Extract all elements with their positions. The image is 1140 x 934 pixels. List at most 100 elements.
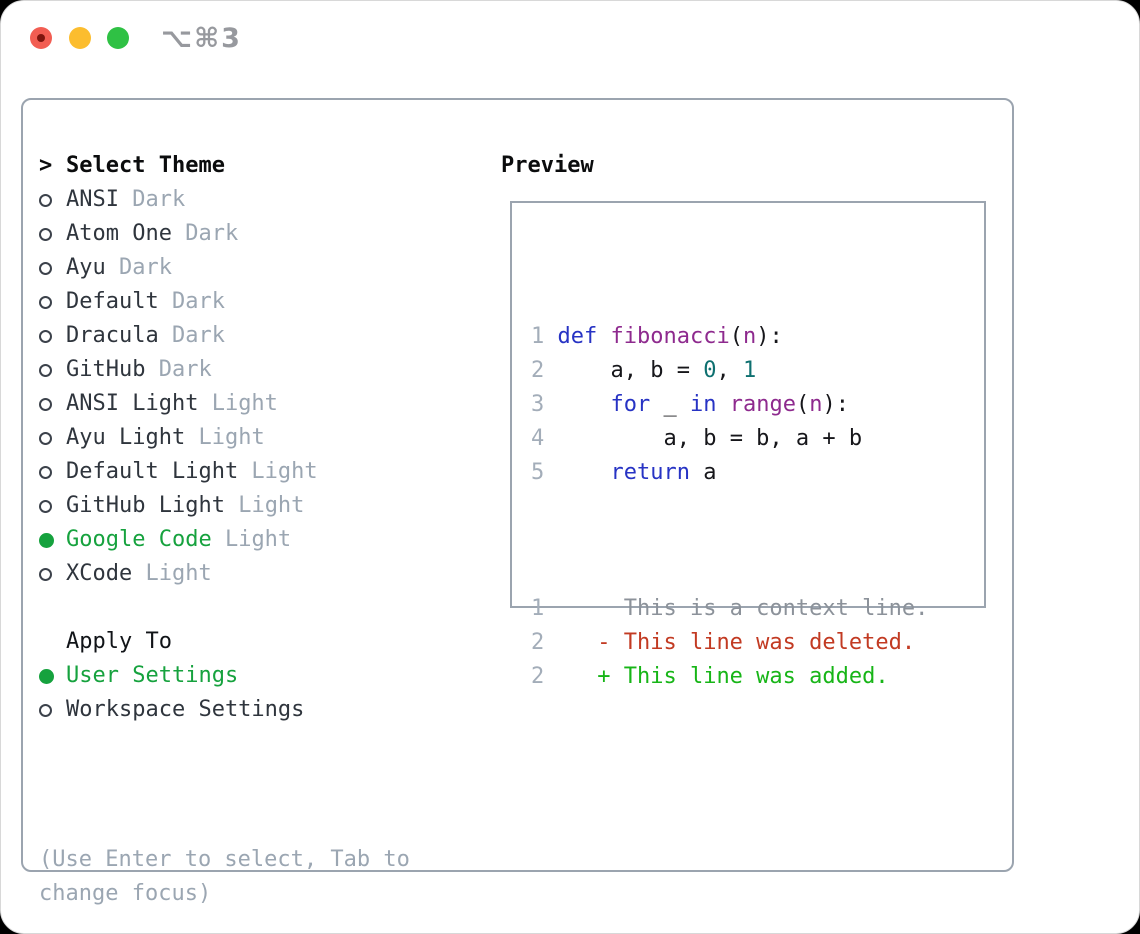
theme-option[interactable]: Default Light Light — [39, 455, 318, 489]
apply-option-label: Workspace Settings — [66, 697, 305, 722]
theme-variant: Dark — [118, 187, 186, 212]
code-segment: n — [742, 324, 757, 349]
radio-cell — [39, 567, 66, 581]
code-segment — [597, 324, 610, 349]
select-theme-header: > Select Theme — [39, 149, 318, 183]
theme-option[interactable]: GitHub Dark — [39, 353, 318, 387]
code-segment — [544, 324, 557, 349]
theme-option[interactable]: Atom One Dark — [39, 217, 318, 251]
diff-block: 1 This is a context line.2 - This line w… — [531, 592, 928, 694]
diff-line: 1 This is a context line. — [531, 592, 928, 626]
focus-cursor-cell: > — [39, 149, 66, 183]
radio-icon — [39, 567, 52, 581]
theme-option[interactable]: Google Code Light — [39, 523, 318, 557]
radio-cell — [39, 668, 66, 684]
line-number: 5 — [531, 460, 545, 485]
code-segment: 0 — [703, 358, 717, 383]
theme-variant: Light — [224, 493, 305, 518]
diff-line: 2 - This line was deleted. — [531, 626, 928, 660]
theme-name: Default Light — [66, 459, 239, 484]
code-segment: def — [557, 324, 598, 349]
close-button-icon[interactable] — [30, 27, 52, 49]
radio-cell — [39, 329, 66, 343]
theme-option[interactable]: Dracula Dark — [39, 319, 318, 353]
code-segment — [716, 392, 729, 417]
theme-option[interactable]: Ayu Dark — [39, 251, 318, 285]
radio-cell — [39, 397, 66, 411]
theme-name: Ayu — [66, 255, 106, 280]
radio-cell — [39, 261, 66, 275]
code-segment: ( — [795, 392, 810, 417]
code-segment — [544, 358, 610, 383]
code-segment — [544, 460, 610, 485]
code-segment: a — [610, 358, 624, 383]
theme-option[interactable]: ANSI Dark — [39, 183, 318, 217]
code-segment — [544, 392, 610, 417]
theme-variant: Light — [185, 425, 265, 450]
line-number: 3 — [531, 392, 545, 417]
code-segment: This is a context line. — [544, 596, 929, 621]
code-line: 1 def fibonacci(n): — [531, 320, 928, 354]
titlebar: ⌥⌘3 — [1, 1, 1139, 75]
radio-icon — [39, 363, 52, 377]
code-segment: for — [610, 392, 651, 417]
theme-variant: Dark — [171, 221, 239, 246]
theme-option[interactable]: GitHub Light Light — [39, 489, 318, 523]
radio-cell — [39, 532, 66, 548]
theme-name: Atom One — [66, 221, 172, 246]
preview-label: Preview — [501, 153, 594, 178]
window-title: ⌥⌘3 — [161, 23, 242, 54]
select-theme-title: Select Theme — [66, 153, 225, 178]
minimize-button-icon[interactable] — [69, 27, 91, 49]
theme-option[interactable]: Default Dark — [39, 285, 318, 319]
code-segment: + This line was added. — [597, 664, 889, 689]
code-line: 3 for _ in range(n): — [531, 388, 928, 422]
radio-cell — [39, 227, 66, 241]
radio-cell — [39, 431, 66, 445]
apply-option-label: User Settings — [66, 663, 239, 688]
apply-option[interactable]: User Settings — [39, 659, 318, 693]
code-segment: 1 — [742, 358, 757, 383]
theme-name: ANSI Light — [66, 391, 199, 416]
radio-cell — [39, 193, 66, 207]
theme-option[interactable]: ANSI Light Light — [39, 387, 318, 421]
zoom-button-icon[interactable] — [107, 27, 129, 49]
code-segment: , — [623, 358, 651, 383]
theme-option[interactable]: XCode Light — [39, 557, 318, 591]
code-segment: fibonacci — [610, 324, 730, 349]
theme-variant: Dark — [158, 289, 225, 314]
theme-variant: Dark — [145, 357, 212, 382]
theme-name: Dracula — [66, 323, 159, 348]
code-segment — [544, 664, 597, 689]
code-line: 4 a, b = b, a + b — [531, 422, 928, 456]
code-segment: a — [689, 460, 717, 485]
code-segment: ): — [822, 392, 849, 417]
focus-cursor-icon: > — [39, 153, 53, 178]
line-number: 1 — [531, 596, 545, 621]
radio-icon — [39, 499, 52, 513]
code-segment — [544, 426, 663, 451]
radio-cell — [39, 703, 66, 717]
theme-variant: Light — [132, 561, 212, 586]
apply-to-header: Apply To — [39, 625, 318, 659]
theme-variant: Light — [211, 527, 292, 552]
code-segment: b — [650, 358, 664, 383]
radio-cell — [39, 295, 66, 309]
code-segment: _ — [650, 392, 690, 417]
line-number: 4 — [531, 426, 545, 451]
diff-line: 2 + This line was added. — [531, 660, 928, 694]
theme-name: GitHub — [66, 357, 146, 382]
radio-icon — [39, 193, 52, 207]
code-segment: a, b = b, a + b — [663, 426, 863, 451]
apply-option[interactable]: Workspace Settings — [39, 693, 318, 727]
line-number: 1 — [531, 324, 545, 349]
line-number: 2 — [531, 630, 545, 655]
theme-name: XCode — [66, 561, 133, 586]
apply-to-label: Apply To — [66, 629, 172, 654]
radio-icon — [39, 397, 52, 411]
theme-option[interactable]: Ayu Light Light — [39, 421, 318, 455]
theme-name: Ayu Light — [66, 425, 186, 450]
